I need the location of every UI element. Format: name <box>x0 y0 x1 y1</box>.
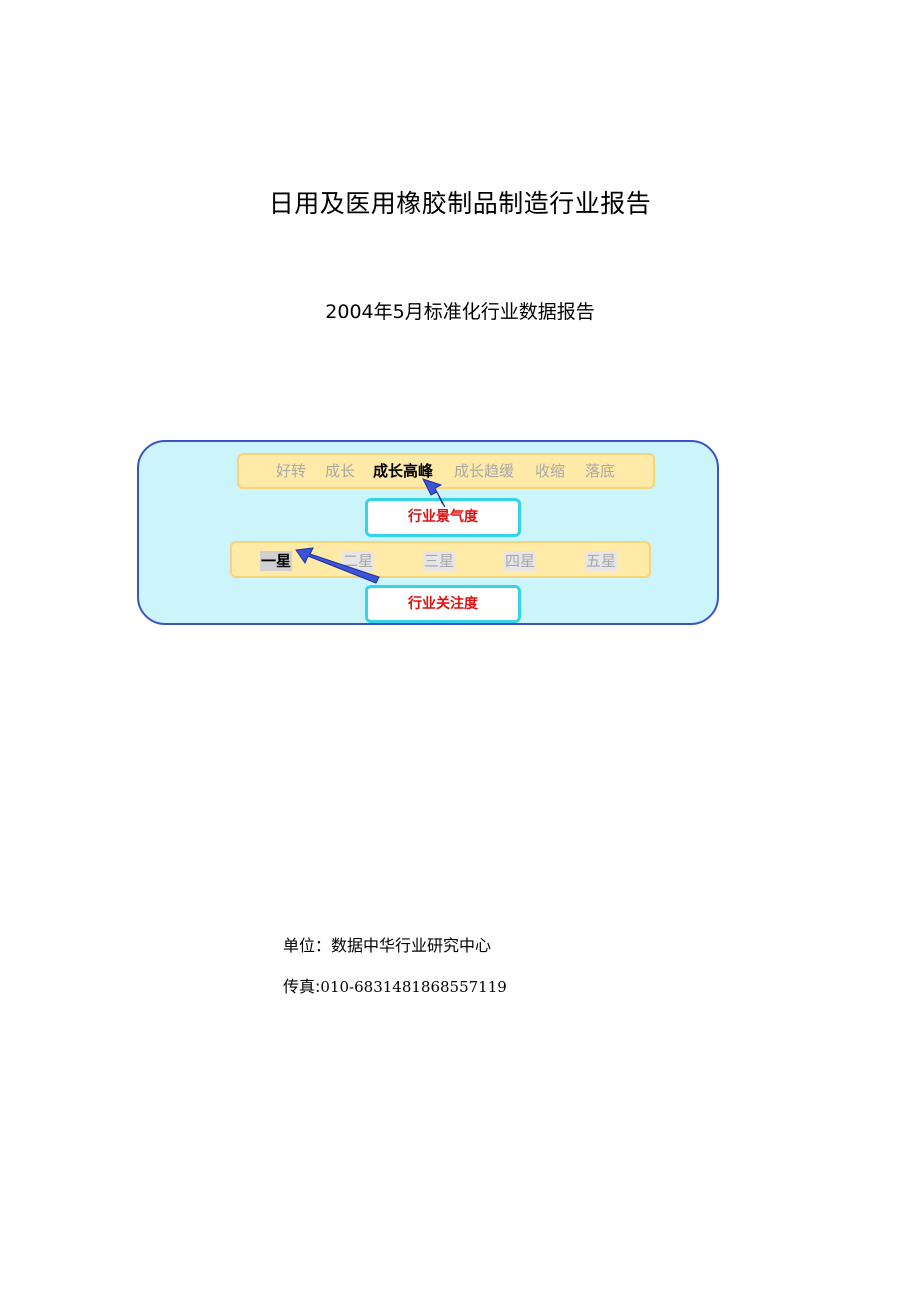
attention-strip: 一星 二星 三星 四星 五星 <box>230 541 651 578</box>
fax-label: 传真: <box>283 977 321 996</box>
prosperity-option-growth-peak: 成长高峰 <box>373 462 434 480</box>
prosperity-option-growth-slowing: 成长趋缓 <box>454 462 515 480</box>
fax-line: 传真:010-6831481868557119 <box>283 973 507 997</box>
report-subtitle: 2004年5月标准化行业数据报告 <box>325 301 595 323</box>
attention-option-one-star: 一星 <box>260 551 293 571</box>
prosperity-option-contracting: 收缩 <box>535 462 566 480</box>
prosperity-option-bottoming: 落底 <box>585 462 616 480</box>
prosperity-option-improving: 好转 <box>276 462 307 480</box>
attention-label-box: 行业关注度 <box>365 585 521 623</box>
attention-option-two-star: 二星 <box>342 551 375 571</box>
attention-option-four-star: 四星 <box>504 551 537 571</box>
report-title: 日用及医用橡胶制品制造行业报告 <box>268 189 652 218</box>
industry-rating-diagram: 好转 成长 成长高峰 成长趋缓 收缩 落底 行业景气度 一星 二星 三星 四星 … <box>137 440 719 625</box>
prosperity-arrow-icon <box>422 478 446 508</box>
attention-arrow-icon <box>295 547 380 584</box>
prosperity-option-growth: 成长 <box>325 462 356 480</box>
fax-number: 010-6831481868557119 <box>320 978 507 996</box>
pointer-arrows <box>295 478 446 584</box>
prosperity-strip: 好转 成长 成长高峰 成长趋缓 收缩 落底 <box>237 453 655 489</box>
organization-unit: 单位：数据中华行业研究中心 <box>283 936 492 955</box>
attention-option-three-star: 三星 <box>423 551 456 571</box>
attention-option-five-star: 五星 <box>585 551 618 571</box>
